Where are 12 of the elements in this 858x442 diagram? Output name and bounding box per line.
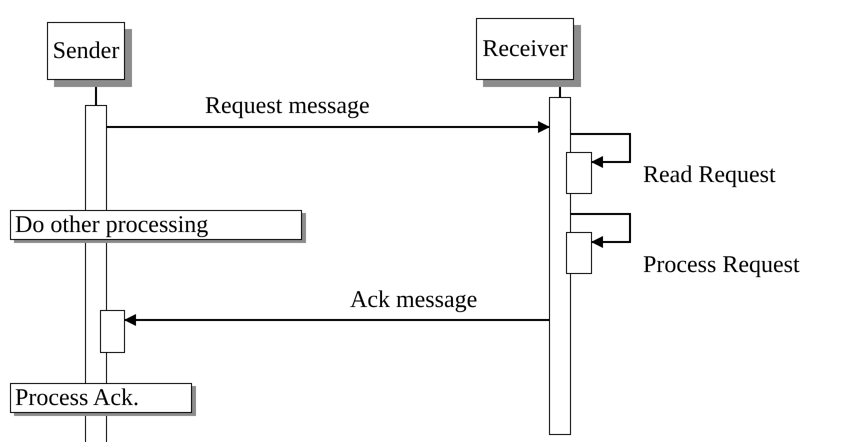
self-call-arrow	[571, 133, 631, 168]
edge-label: Read Request	[643, 163, 776, 187]
lifeline-bar	[549, 97, 571, 435]
edge-label: Process Request	[643, 253, 800, 277]
activation-box	[566, 232, 592, 274]
activation-box	[100, 310, 125, 353]
edge-label: Request message	[205, 94, 370, 118]
edge-label: Ack message	[350, 288, 478, 312]
activation-box	[566, 152, 592, 194]
message-arrow	[107, 121, 550, 133]
message-arrow	[124, 314, 549, 326]
self-call-arrow	[571, 213, 631, 248]
